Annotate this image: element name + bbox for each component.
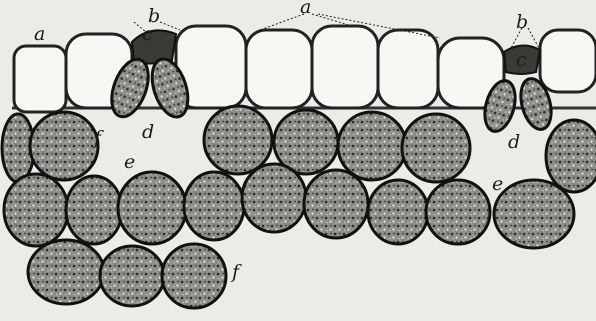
mesophyll-cell [204,106,272,174]
mesophyll-row-middle [4,164,574,248]
mesophyll-cell [28,240,104,304]
mesophyll-cell [304,170,368,238]
epidermis-cell [540,30,596,92]
label-a-top: a [300,0,311,18]
mesophyll-cell [338,112,406,180]
mesophyll-cell [368,180,428,244]
label-d-left: d [142,121,154,143]
label-e-right: e [492,173,503,195]
label-e-left: e [124,151,135,173]
mesophyll-cell [4,174,68,246]
mesophyll-cell [242,164,306,232]
epidermis-cell [312,26,378,108]
label-a-left: a [34,23,45,45]
label-c-right: c [516,49,527,71]
label-c-left: c [142,23,153,45]
label-d-right: d [508,131,520,153]
epidermis-cell [246,30,312,108]
mesophyll-cell [494,180,574,248]
mesophyll-row-lower [28,240,226,308]
mesophyll-cell [118,172,186,244]
label-f-top: f [92,127,104,149]
mesophyll-cell [30,112,98,180]
epidermis-cell [378,30,438,108]
mesophyll-cell [426,180,490,244]
mesophyll-cell [66,176,122,244]
mesophyll-cell [402,114,470,182]
label-f-bottom: f [230,261,242,283]
mesophyll-cell [162,244,226,308]
mesophyll-cell [184,172,244,240]
epidermis-cell [14,46,66,112]
label-b-right: b [516,11,528,33]
mesophyll-cell [100,246,164,306]
mesophyll-cell [546,120,596,192]
